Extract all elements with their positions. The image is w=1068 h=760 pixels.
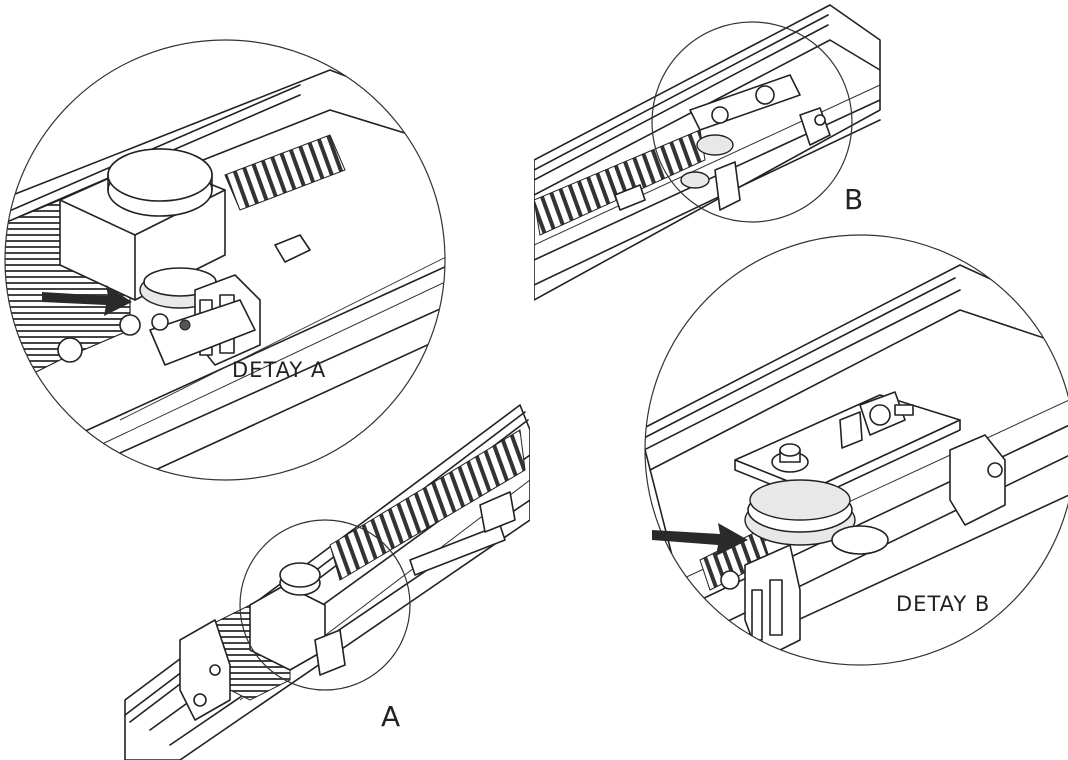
detail-b-view [645, 264, 1068, 665]
overview-b-view [534, 4, 881, 301]
callout-b-circle [651, 21, 853, 223]
detail-a-label: DETAY A [232, 358, 327, 382]
detail-a-circle [4, 39, 446, 481]
detail-b-circle [644, 234, 1068, 666]
detail-a-arrow [42, 285, 132, 316]
detail-a-view [5, 69, 445, 480]
detail-b-label: DETAY B [896, 592, 991, 616]
detail-b-arrow [652, 523, 748, 556]
callout-a-label: A [381, 700, 402, 733]
callout-a-circle [239, 519, 411, 691]
overview-a-view [124, 404, 530, 760]
callout-b-label: B [844, 183, 865, 216]
